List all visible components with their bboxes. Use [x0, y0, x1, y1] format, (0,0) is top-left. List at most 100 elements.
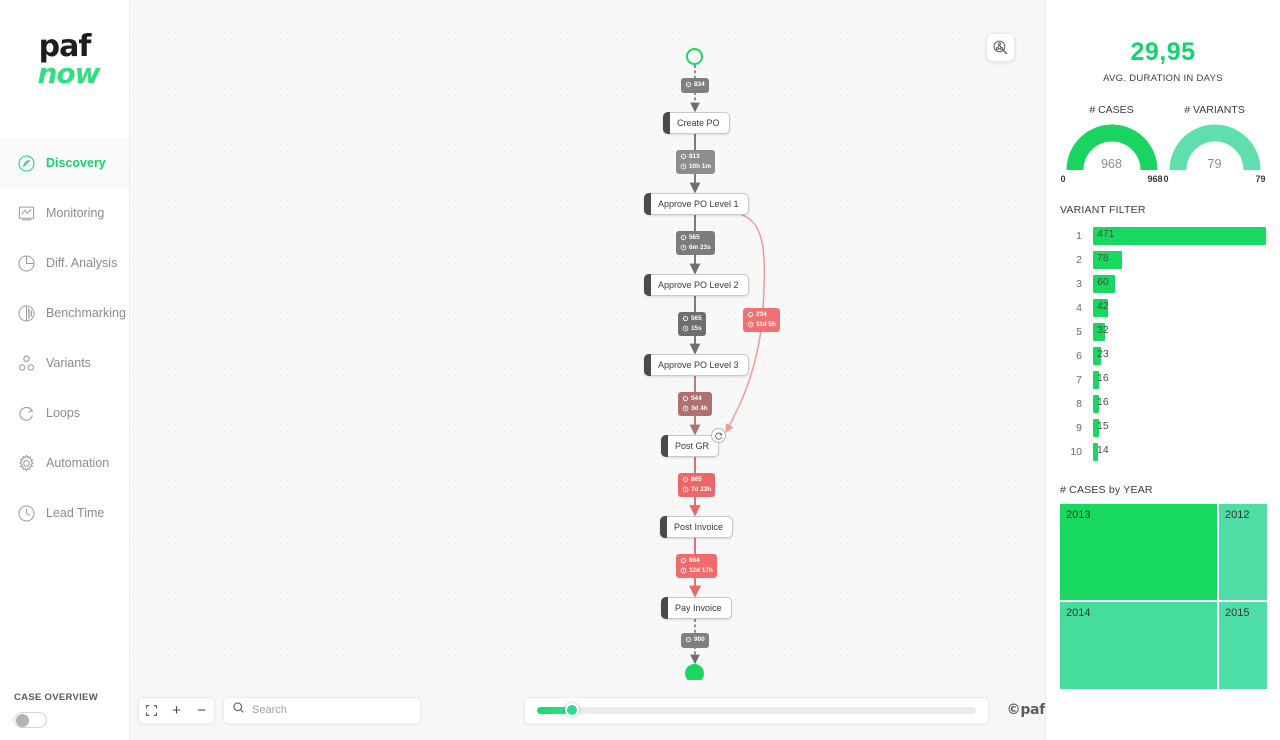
edge-cases: 865 [691, 476, 702, 483]
variant-value: 16 [1097, 396, 1109, 408]
variant-filter-row[interactable]: 1 471 [1060, 224, 1266, 248]
edge-cases: 565 [689, 234, 700, 241]
edge-cases: 544 [691, 395, 702, 402]
graph-detail-slider[interactable] [524, 696, 989, 724]
edge-label-approve-3-post-gr[interactable]: 544 3d 4h [678, 392, 712, 416]
process-magnifier-icon[interactable] [986, 33, 1015, 62]
node-create-po[interactable]: Create PO [663, 112, 730, 134]
gauge-max: 968 [1147, 174, 1163, 184]
variant-filter-row[interactable]: 2 78 [1060, 248, 1266, 272]
variant-bar [1093, 419, 1099, 437]
variant-bar-area: 78 [1093, 251, 1266, 269]
sidebar-item-benchmarking[interactable]: Benchmarking [0, 288, 129, 338]
variant-rank: 7 [1076, 374, 1082, 386]
treemap-cell-2014[interactable]: 2014 [1060, 602, 1217, 689]
variant-bar [1093, 323, 1105, 341]
cases-by-year-title: # CASES by YEAR [1060, 484, 1153, 496]
variant-bar-area: 23 [1093, 347, 1266, 365]
gauge-max: 79 [1255, 174, 1266, 184]
fit-to-screen-icon[interactable] [139, 697, 164, 724]
app-logo: paf now [0, 0, 129, 88]
zoom-in-button[interactable]: + [172, 701, 181, 719]
sidebar: paf now Discovery Monitoring Diff. An [0, 0, 130, 740]
variant-filter-title: VARIANT FILTER [1060, 204, 1146, 216]
edge-label-pay-invoice-end[interactable]: 900 [681, 633, 709, 648]
node-pay-invoice[interactable]: Pay Invoice [661, 597, 732, 619]
sidebar-item-automation[interactable]: Automation [0, 438, 129, 488]
clock-icon [10, 504, 42, 523]
edge-label-post-invoice-pay-invoice[interactable]: 864 12d 17h [676, 554, 717, 578]
edge-label-start-create-po[interactable]: 834 [681, 78, 709, 93]
toggle-knob [16, 714, 29, 727]
gauge-cases[interactable]: # CASES 968 0 968 [1060, 104, 1163, 184]
variant-filter-row[interactable]: 4 42 [1060, 296, 1266, 320]
edge-label-post-gr-post-invoice[interactable]: 865 7d 23h [678, 473, 716, 497]
variant-bar [1093, 347, 1102, 365]
slider-track[interactable] [537, 703, 976, 717]
variant-filter-row[interactable]: 3 60 [1060, 272, 1266, 296]
loop-arrows-icon [10, 404, 42, 423]
slider-thumb[interactable] [565, 703, 580, 717]
variant-bar [1093, 395, 1099, 413]
variant-bar-area: 15 [1093, 419, 1266, 437]
treemap-cell-2015[interactable]: 2015 [1219, 602, 1267, 689]
variant-rank: 4 [1076, 302, 1082, 314]
node-label: Approve PO Level 1 [658, 199, 739, 209]
end-node[interactable] [685, 664, 704, 680]
sidebar-item-loops[interactable]: Loops [0, 388, 129, 438]
treemap-cell-2013[interactable]: 2013 [1060, 504, 1217, 600]
node-approve-po-level-1[interactable]: Approve PO Level 1 [644, 193, 749, 215]
case-overview-toggle[interactable] [14, 712, 47, 728]
edge-cases: 813 [689, 153, 700, 160]
sidebar-item-lead-time[interactable]: Lead Time [0, 488, 129, 538]
sidebar-item-monitoring[interactable]: Monitoring [0, 188, 129, 238]
variant-value: 16 [1097, 372, 1109, 384]
sidebar-item-diff-analysis[interactable]: Diff. Analysis [0, 238, 129, 288]
treemap-cell-2012[interactable]: 2012 [1219, 504, 1267, 600]
edge-duration: 7d 23h [691, 485, 712, 493]
edge-label-approve-2-approve-3[interactable]: 565 15s [678, 312, 706, 336]
variant-rank: 1 [1076, 230, 1082, 242]
sidebar-item-discovery[interactable]: Discovery [0, 138, 129, 188]
variant-bar [1093, 227, 1266, 245]
variant-bar-area: 16 [1093, 371, 1266, 389]
variant-filter-row[interactable]: 9 15 [1060, 416, 1266, 440]
canvas-bottom-toolbar: + − ©paf [130, 680, 1045, 740]
variant-filter-row[interactable]: 10 14 [1060, 440, 1266, 464]
variant-bar-area: 14 [1093, 443, 1266, 461]
case-overview-section: CASE OVERVIEW [14, 692, 98, 728]
edge-label-approve-1-approve-2[interactable]: 565 6m 23s [676, 231, 715, 255]
edge-label-approve-1-post-gr-skip[interactable]: 234 11d 5h [743, 308, 780, 332]
variant-filter-row[interactable]: 6 23 [1060, 344, 1266, 368]
edge-label-create-po-approve-1[interactable]: 813 10h 1m [676, 150, 716, 174]
node-post-invoice[interactable]: Post Invoice [660, 516, 734, 538]
search-input[interactable] [252, 704, 412, 716]
variant-value: 42 [1097, 300, 1109, 312]
sidebar-nav: Discovery Monitoring Diff. Analysis Benc… [0, 138, 129, 538]
gauge-arc-cases: 968 [1066, 124, 1158, 172]
node-post-gr[interactable]: Post GR [661, 428, 727, 457]
gauge-variants[interactable]: # VARIANTS 79 0 79 [1163, 104, 1266, 184]
treemap-cell-label: 2015 [1225, 607, 1250, 619]
process-graph-canvas[interactable]: Create PO Approve PO Level 1 Approve PO … [130, 8, 1045, 680]
variant-bar [1093, 251, 1122, 269]
zoom-out-button[interactable]: − [197, 701, 206, 719]
node-approve-po-level-2[interactable]: Approve PO Level 2 [644, 274, 749, 296]
avg-duration-label: AVG. DURATION IN DAYS [1103, 73, 1223, 84]
sidebar-item-label: Variants [46, 356, 91, 370]
sidebar-item-label: Automation [46, 456, 110, 470]
sidebar-item-label: Diff. Analysis [46, 256, 118, 270]
variant-filter-row[interactable]: 7 16 [1060, 368, 1266, 392]
variant-filter-row[interactable]: 8 16 [1060, 392, 1266, 416]
variant-value: 78 [1097, 252, 1109, 264]
variant-filter-row[interactable]: 5 32 [1060, 320, 1266, 344]
start-node[interactable] [686, 48, 703, 65]
search-box[interactable] [223, 696, 421, 724]
variant-value: 15 [1097, 420, 1109, 432]
variant-value: 23 [1097, 348, 1109, 360]
sidebar-item-variants[interactable]: Variants [0, 338, 129, 388]
gauge-scale: 0 968 [1061, 174, 1163, 184]
rework-loop-badge-icon[interactable] [711, 428, 727, 443]
variants-icon [10, 354, 42, 373]
node-approve-po-level-3[interactable]: Approve PO Level 3 [644, 354, 749, 376]
